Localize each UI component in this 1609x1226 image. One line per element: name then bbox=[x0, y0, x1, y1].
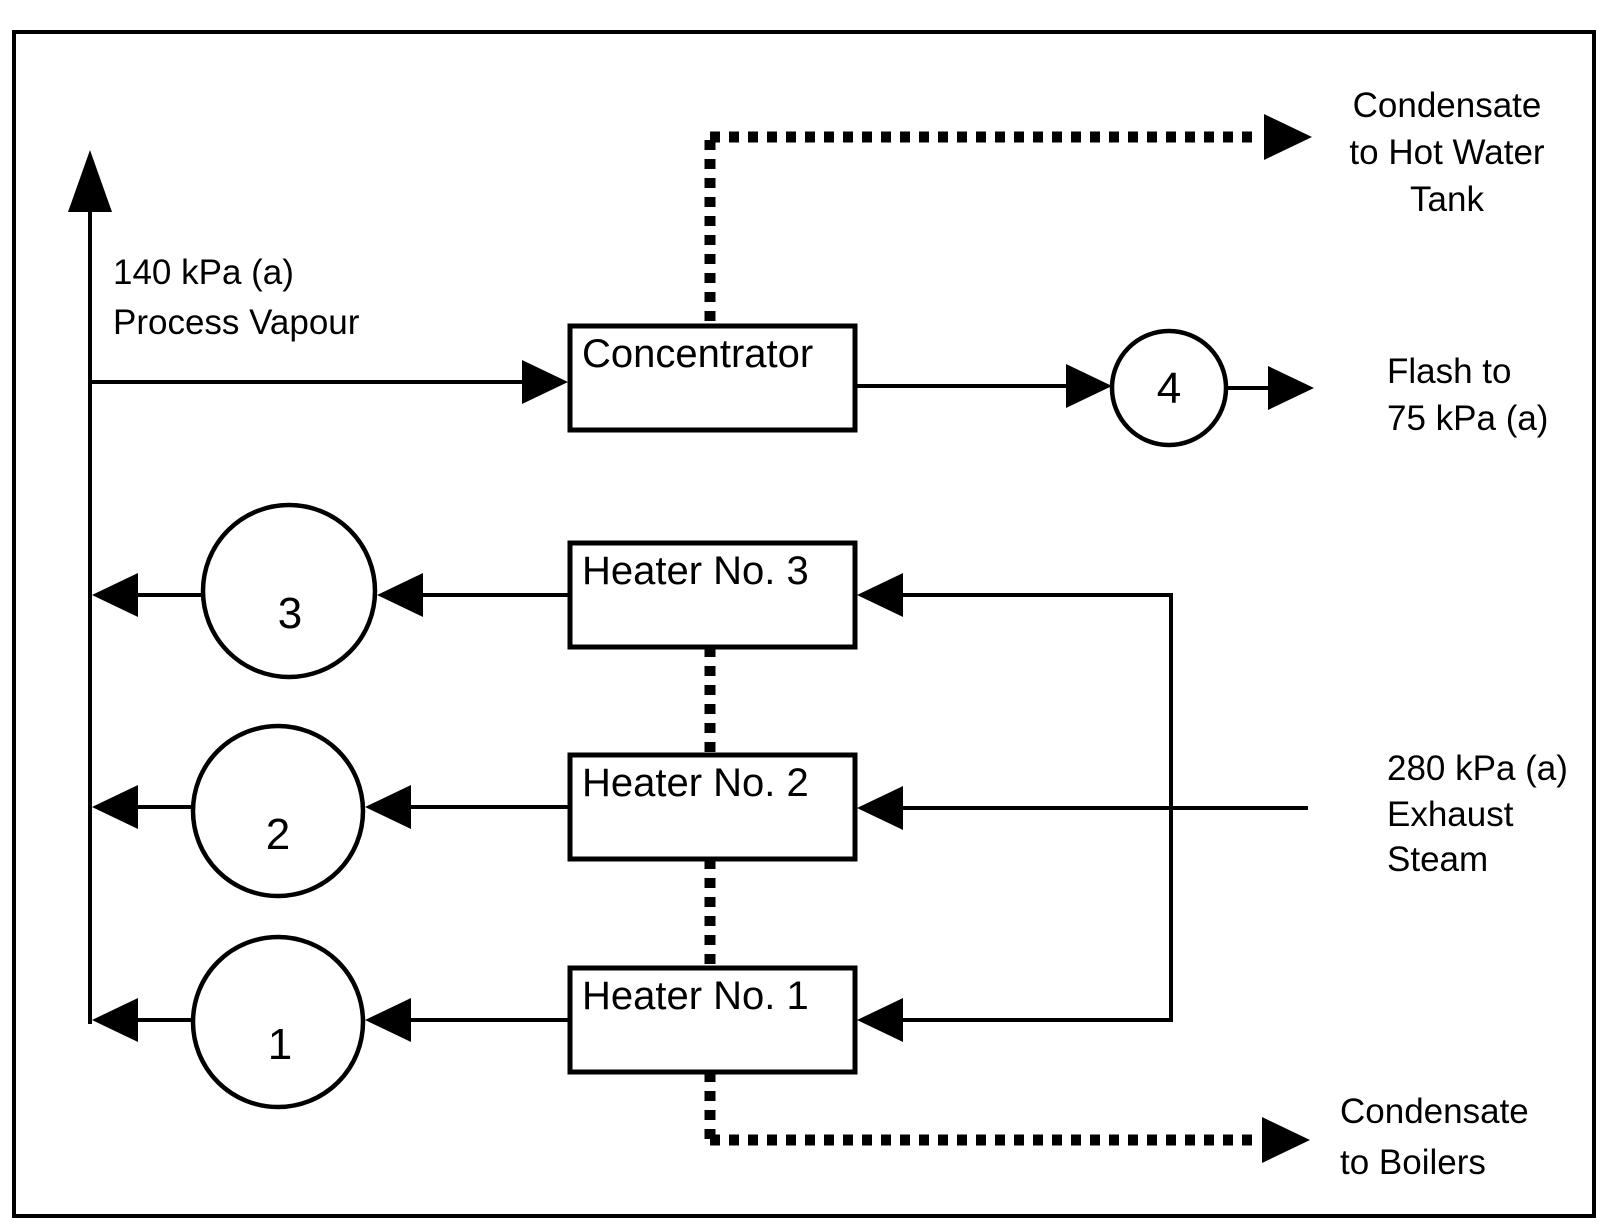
node3-number: 3 bbox=[278, 589, 302, 638]
heater1-box bbox=[567, 965, 858, 1075]
concentrator-box bbox=[567, 323, 858, 433]
vapour-to-concentrator-arrowhead-icon bbox=[522, 360, 568, 404]
stream-labels: 140 kPa (a) Process Vapour Condensate to… bbox=[113, 86, 1568, 1182]
exhaust-steam-label-line1: 280 kPa (a) bbox=[1387, 749, 1568, 788]
diagram-border bbox=[12, 30, 1596, 1218]
heater2-inlet-arrowhead-icon bbox=[857, 786, 903, 830]
node1-inlet-arrowhead-icon bbox=[365, 998, 411, 1042]
node1-outlet-arrowhead-icon bbox=[92, 998, 138, 1042]
heater2-label: Heater No. 2 bbox=[582, 761, 809, 805]
heater1-label: Heater No. 1 bbox=[582, 974, 809, 1018]
process-vapour-header-line bbox=[68, 150, 568, 1024]
concentrator-label: Concentrator bbox=[582, 332, 813, 376]
heater3-box bbox=[567, 540, 858, 650]
exhaust-steam-label-line3: Steam bbox=[1387, 840, 1488, 879]
node3-inlet-arrowhead-icon bbox=[377, 573, 423, 617]
node3-outlet-arrowhead-icon bbox=[92, 573, 138, 617]
heater-outlet-lines bbox=[92, 573, 570, 1042]
heater3-label: Heater No. 3 bbox=[582, 549, 809, 593]
numbered-nodes: 4 3 2 1 bbox=[190, 328, 1229, 1110]
node2-circle bbox=[190, 723, 366, 899]
condensate-boilers-dotted-line bbox=[704, 647, 1310, 1163]
heater1-inlet-arrowhead-icon bbox=[857, 998, 903, 1042]
node1-circle bbox=[190, 934, 366, 1110]
concentrator-outlet-line bbox=[855, 364, 1314, 410]
flash-label-line1: Flash to bbox=[1387, 352, 1512, 391]
condensate-hot-water-label-line1: Condensate bbox=[1353, 86, 1542, 125]
heater2-box bbox=[567, 752, 858, 862]
condensate-boilers-arrowhead-icon bbox=[1262, 1117, 1310, 1163]
node4-circle bbox=[1109, 328, 1229, 448]
node2-number: 2 bbox=[266, 810, 290, 859]
condensate-boilers-label-line1: Condensate bbox=[1340, 1092, 1529, 1131]
process-vapour-label-line1: 140 kPa (a) bbox=[113, 253, 294, 292]
node2-outlet-arrowhead-icon bbox=[92, 785, 138, 829]
condensate-hot-water-label-line3: Tank bbox=[1410, 180, 1484, 219]
node3-circle bbox=[200, 502, 378, 680]
condensate-hot-water-arrowhead-icon bbox=[1264, 114, 1312, 160]
node2-inlet-arrowhead-icon bbox=[365, 785, 411, 829]
condensate-boilers-label-line2: to Boilers bbox=[1340, 1143, 1486, 1182]
equipment-boxes: Concentrator Heater No. 3 Heater No. 2 H… bbox=[567, 323, 858, 1075]
condensate-hot-water-label-line2: to Hot Water bbox=[1349, 133, 1544, 172]
exhaust-steam-label-line2: Exhaust bbox=[1387, 795, 1514, 834]
condensate-hot-water-dotted-line bbox=[704, 114, 1312, 326]
flash-arrowhead-icon bbox=[1268, 366, 1314, 410]
heater3-inlet-arrowhead-icon bbox=[857, 573, 903, 617]
process-vapour-up-arrowhead-icon bbox=[68, 150, 112, 212]
exhaust-steam-lines bbox=[857, 573, 1308, 1042]
node1-number: 1 bbox=[268, 1020, 292, 1069]
node4-number: 4 bbox=[1157, 364, 1181, 413]
process-vapour-label-line2: Process Vapour bbox=[113, 303, 360, 342]
node4-inlet-arrowhead-icon bbox=[1066, 364, 1112, 408]
flash-label-line2: 75 kPa (a) bbox=[1387, 399, 1548, 438]
